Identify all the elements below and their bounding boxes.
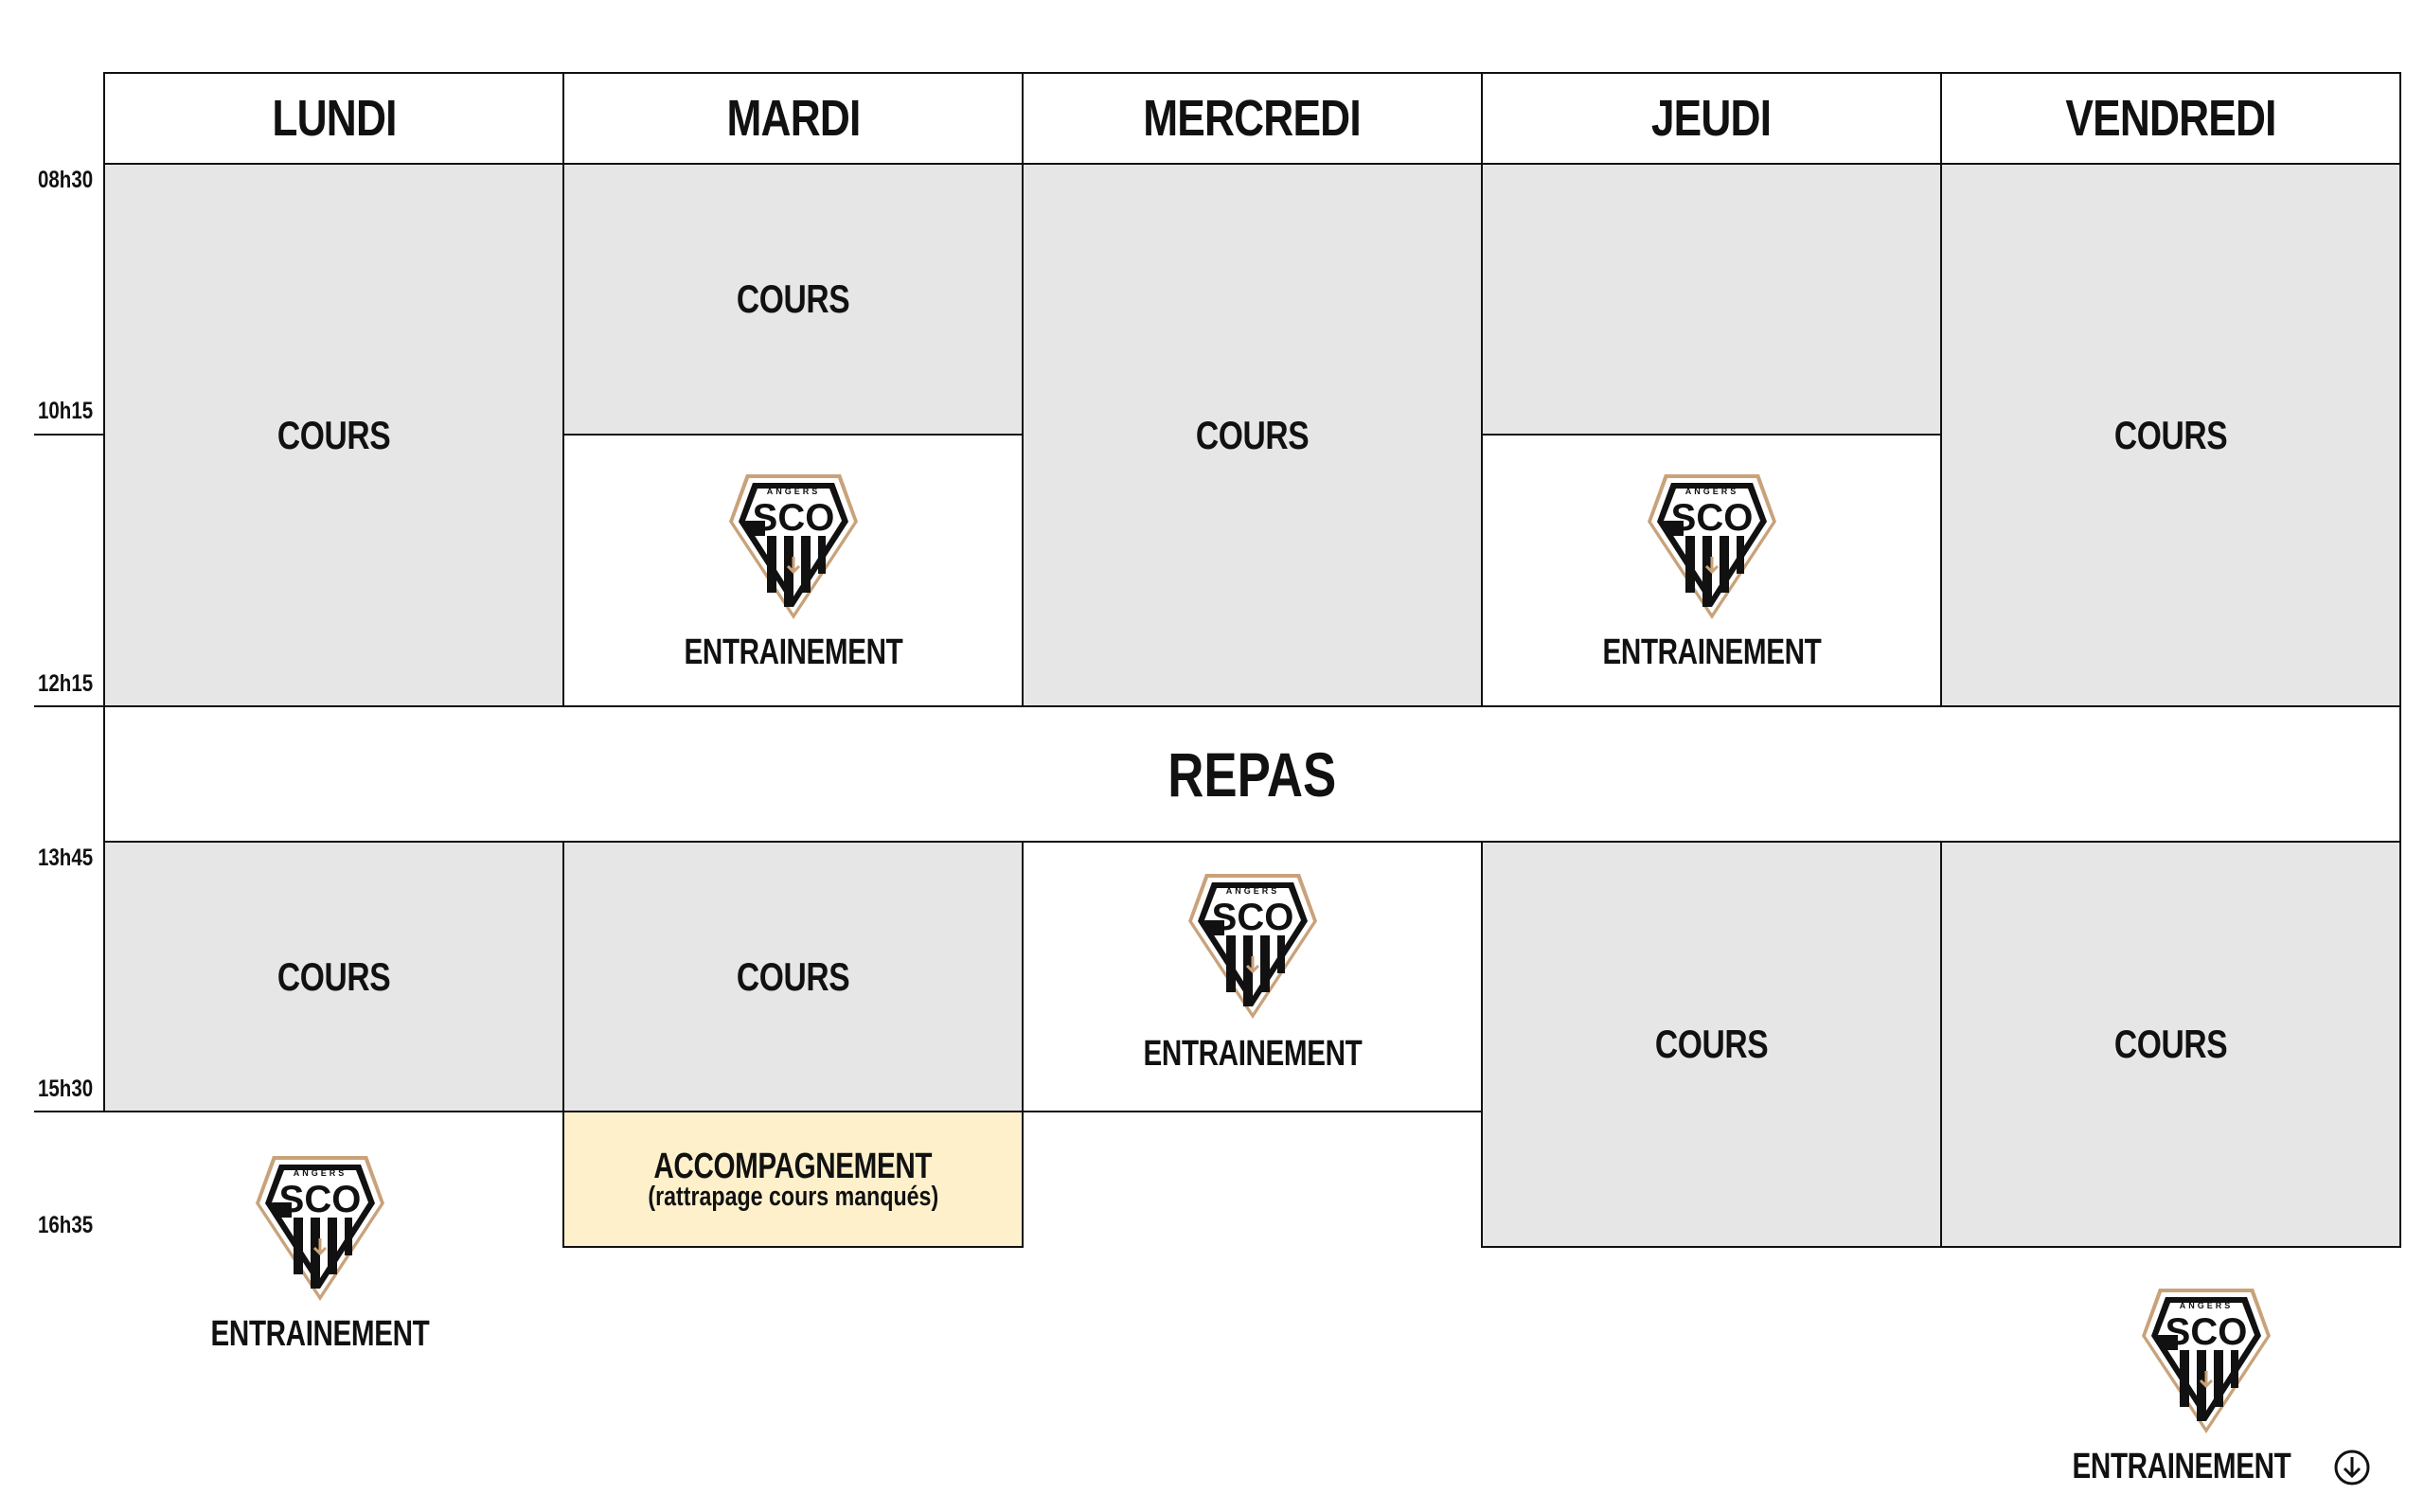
jeudi-afternoon-cours: COURS: [1481, 841, 1942, 1248]
jeudi-morning-empty: [1481, 163, 1942, 436]
lundi-evening-entrainement: ENTRAINEMENT: [189, 1151, 450, 1355]
vendredi-evening-entrainement: ENTRAINEMENT: [2055, 1284, 2370, 1487]
sco-logo-icon: [1186, 869, 1319, 1021]
mercredi-afternoon-entrainement: ENTRAINEMENT: [1022, 841, 1483, 1112]
day-header-mardi: MARDI: [562, 72, 1024, 165]
sco-logo-icon: [727, 470, 860, 621]
lundi-divider: [103, 1111, 564, 1112]
repas-row: REPAS: [103, 705, 2401, 843]
time-label: 16h35: [38, 1212, 94, 1238]
time-tick: [34, 705, 104, 707]
vendredi-morning-cours: COURS: [1940, 163, 2401, 707]
day-header-lundi: LUNDI: [103, 72, 564, 165]
time-tick: [34, 1111, 104, 1112]
lundi-morning-cours: COURS: [103, 163, 564, 707]
time-label: 15h30: [38, 1076, 94, 1102]
sco-logo-icon: [2140, 1284, 2272, 1435]
time-label: 12h15: [38, 670, 94, 697]
vendredi-afternoon-cours: COURS: [1940, 841, 2401, 1248]
time-label: 08h30: [38, 167, 94, 193]
mardi-accompagnement: ACCOMPAGNEMENT (rattrapage cours manqués…: [562, 1111, 1024, 1248]
mercredi-morning-cours: COURS: [1022, 163, 1483, 707]
time-label: 10h15: [38, 398, 94, 424]
jeudi-morning-entrainement: ENTRAINEMENT: [1481, 434, 1942, 707]
mardi-morning-entrainement: ENTRAINEMENT: [562, 434, 1024, 707]
time-label: 13h45: [38, 845, 94, 871]
sco-logo-icon: [254, 1151, 386, 1303]
sco-logo-icon: [1646, 470, 1778, 621]
mercredi-divider: [1022, 1111, 1483, 1112]
lundi-afternoon-cours: COURS: [103, 841, 564, 1112]
time-tick: [34, 434, 104, 436]
mardi-morning-cours: COURS: [562, 163, 1024, 436]
arrow-down-circle-icon: [2334, 1450, 2370, 1485]
day-header-jeudi: JEUDI: [1481, 72, 1942, 165]
day-header-vendredi: VENDREDI: [1940, 72, 2401, 165]
day-header-mercredi: MERCREDI: [1022, 72, 1483, 165]
mardi-afternoon-cours: COURS: [562, 841, 1024, 1112]
